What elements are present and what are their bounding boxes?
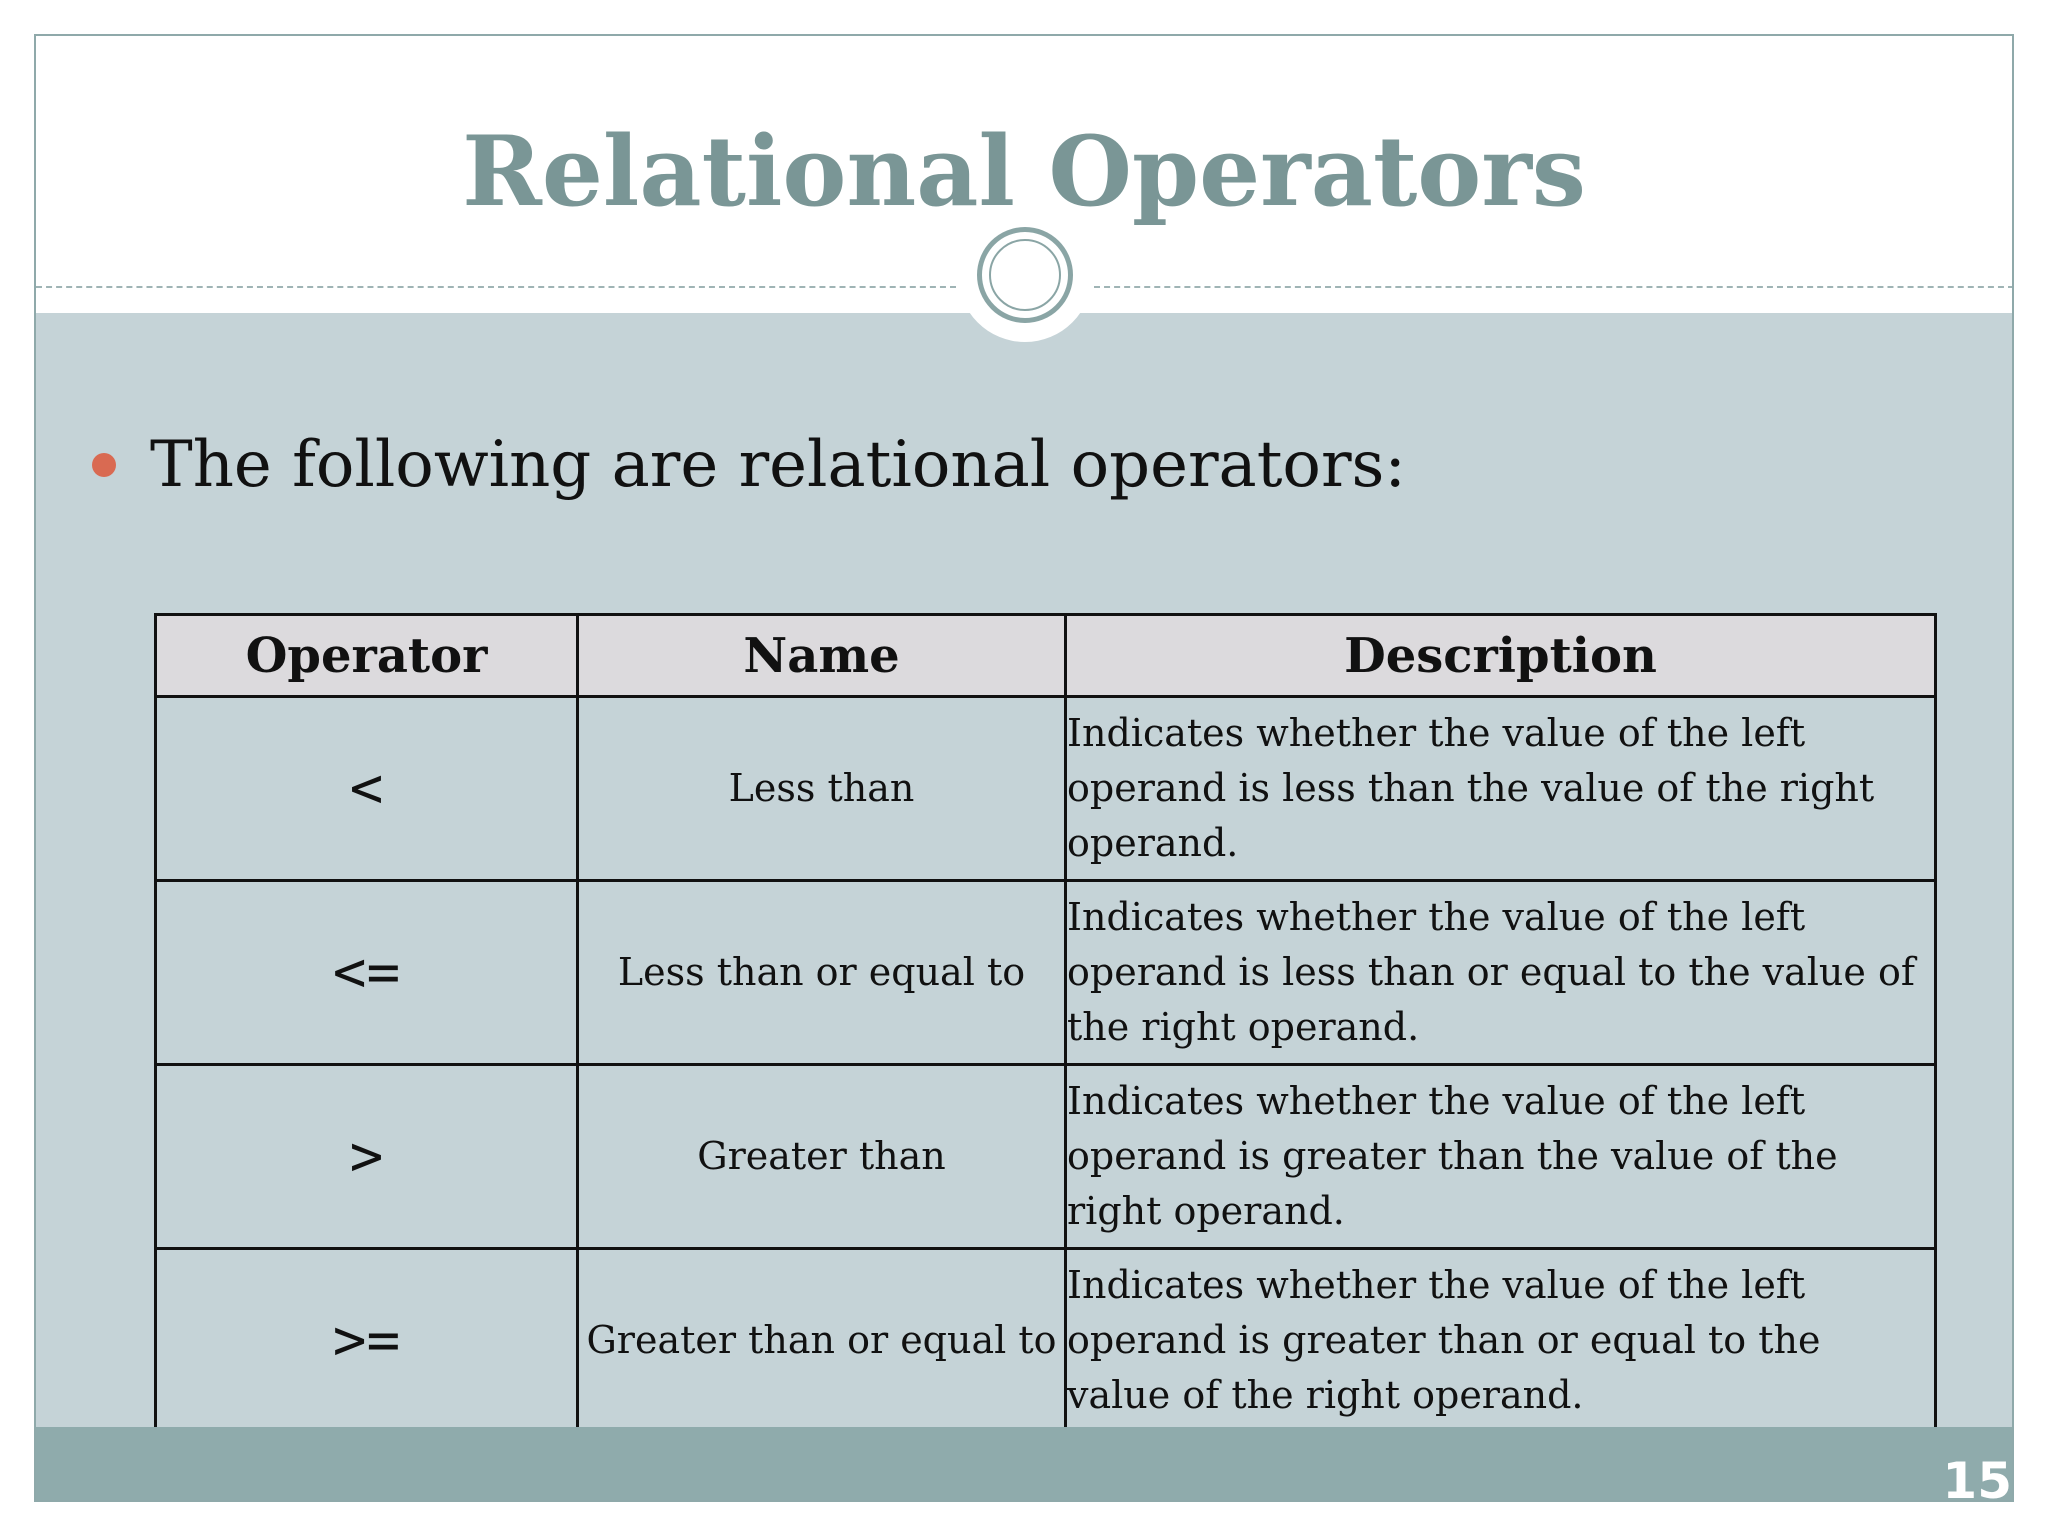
- inner-ring: [989, 239, 1061, 311]
- name-cell: Less than: [576, 695, 1067, 882]
- header-name: Name: [576, 613, 1067, 698]
- description-cell: Indicates whether the value of the left …: [1064, 695, 1937, 882]
- bullet-icon: [92, 453, 116, 477]
- title-divider-left: [36, 286, 956, 288]
- slide-title: Relational Operators: [462, 115, 1586, 228]
- bullet-item: The following are relational operators:: [92, 433, 1406, 497]
- name-cell: Greater than or equal to: [576, 1247, 1067, 1434]
- operator-cell: >: [154, 1063, 579, 1250]
- table-row: <= Less than or equal to Indicates wheth…: [154, 879, 1937, 1066]
- operator-cell: <: [154, 695, 579, 882]
- title-divider-right: [1094, 286, 2012, 288]
- operator-cell: <=: [154, 879, 579, 1066]
- circle-ornament-icon: [977, 227, 1073, 323]
- header-description: Description: [1064, 613, 1937, 698]
- description-cell: Indicates whether the value of the left …: [1064, 1063, 1937, 1250]
- description-cell: Indicates whether the value of the left …: [1064, 879, 1937, 1066]
- table-row: >= Greater than or equal to Indicates wh…: [154, 1247, 1937, 1434]
- header-operator: Operator: [154, 613, 579, 698]
- description-cell: Indicates whether the value of the left …: [1064, 1247, 1937, 1434]
- slide: Relational Operators The following are r…: [34, 34, 2014, 1502]
- bullet-text: The following are relational operators:: [150, 428, 1406, 502]
- name-cell: Greater than: [576, 1063, 1067, 1250]
- table-header-row: Operator Name Description: [154, 613, 1937, 698]
- operators-table: Operator Name Description < Less than In…: [154, 613, 1937, 1434]
- slide-footer: 15: [36, 1427, 2012, 1502]
- table-row: > Greater than Indicates whether the val…: [154, 1063, 1937, 1250]
- page-number: 15: [1942, 1452, 2012, 1502]
- table-row: < Less than Indicates whether the value …: [154, 695, 1937, 882]
- operator-cell: >=: [154, 1247, 579, 1434]
- name-cell: Less than or equal to: [576, 879, 1067, 1066]
- slide-content: The following are relational operators: …: [36, 313, 2012, 1434]
